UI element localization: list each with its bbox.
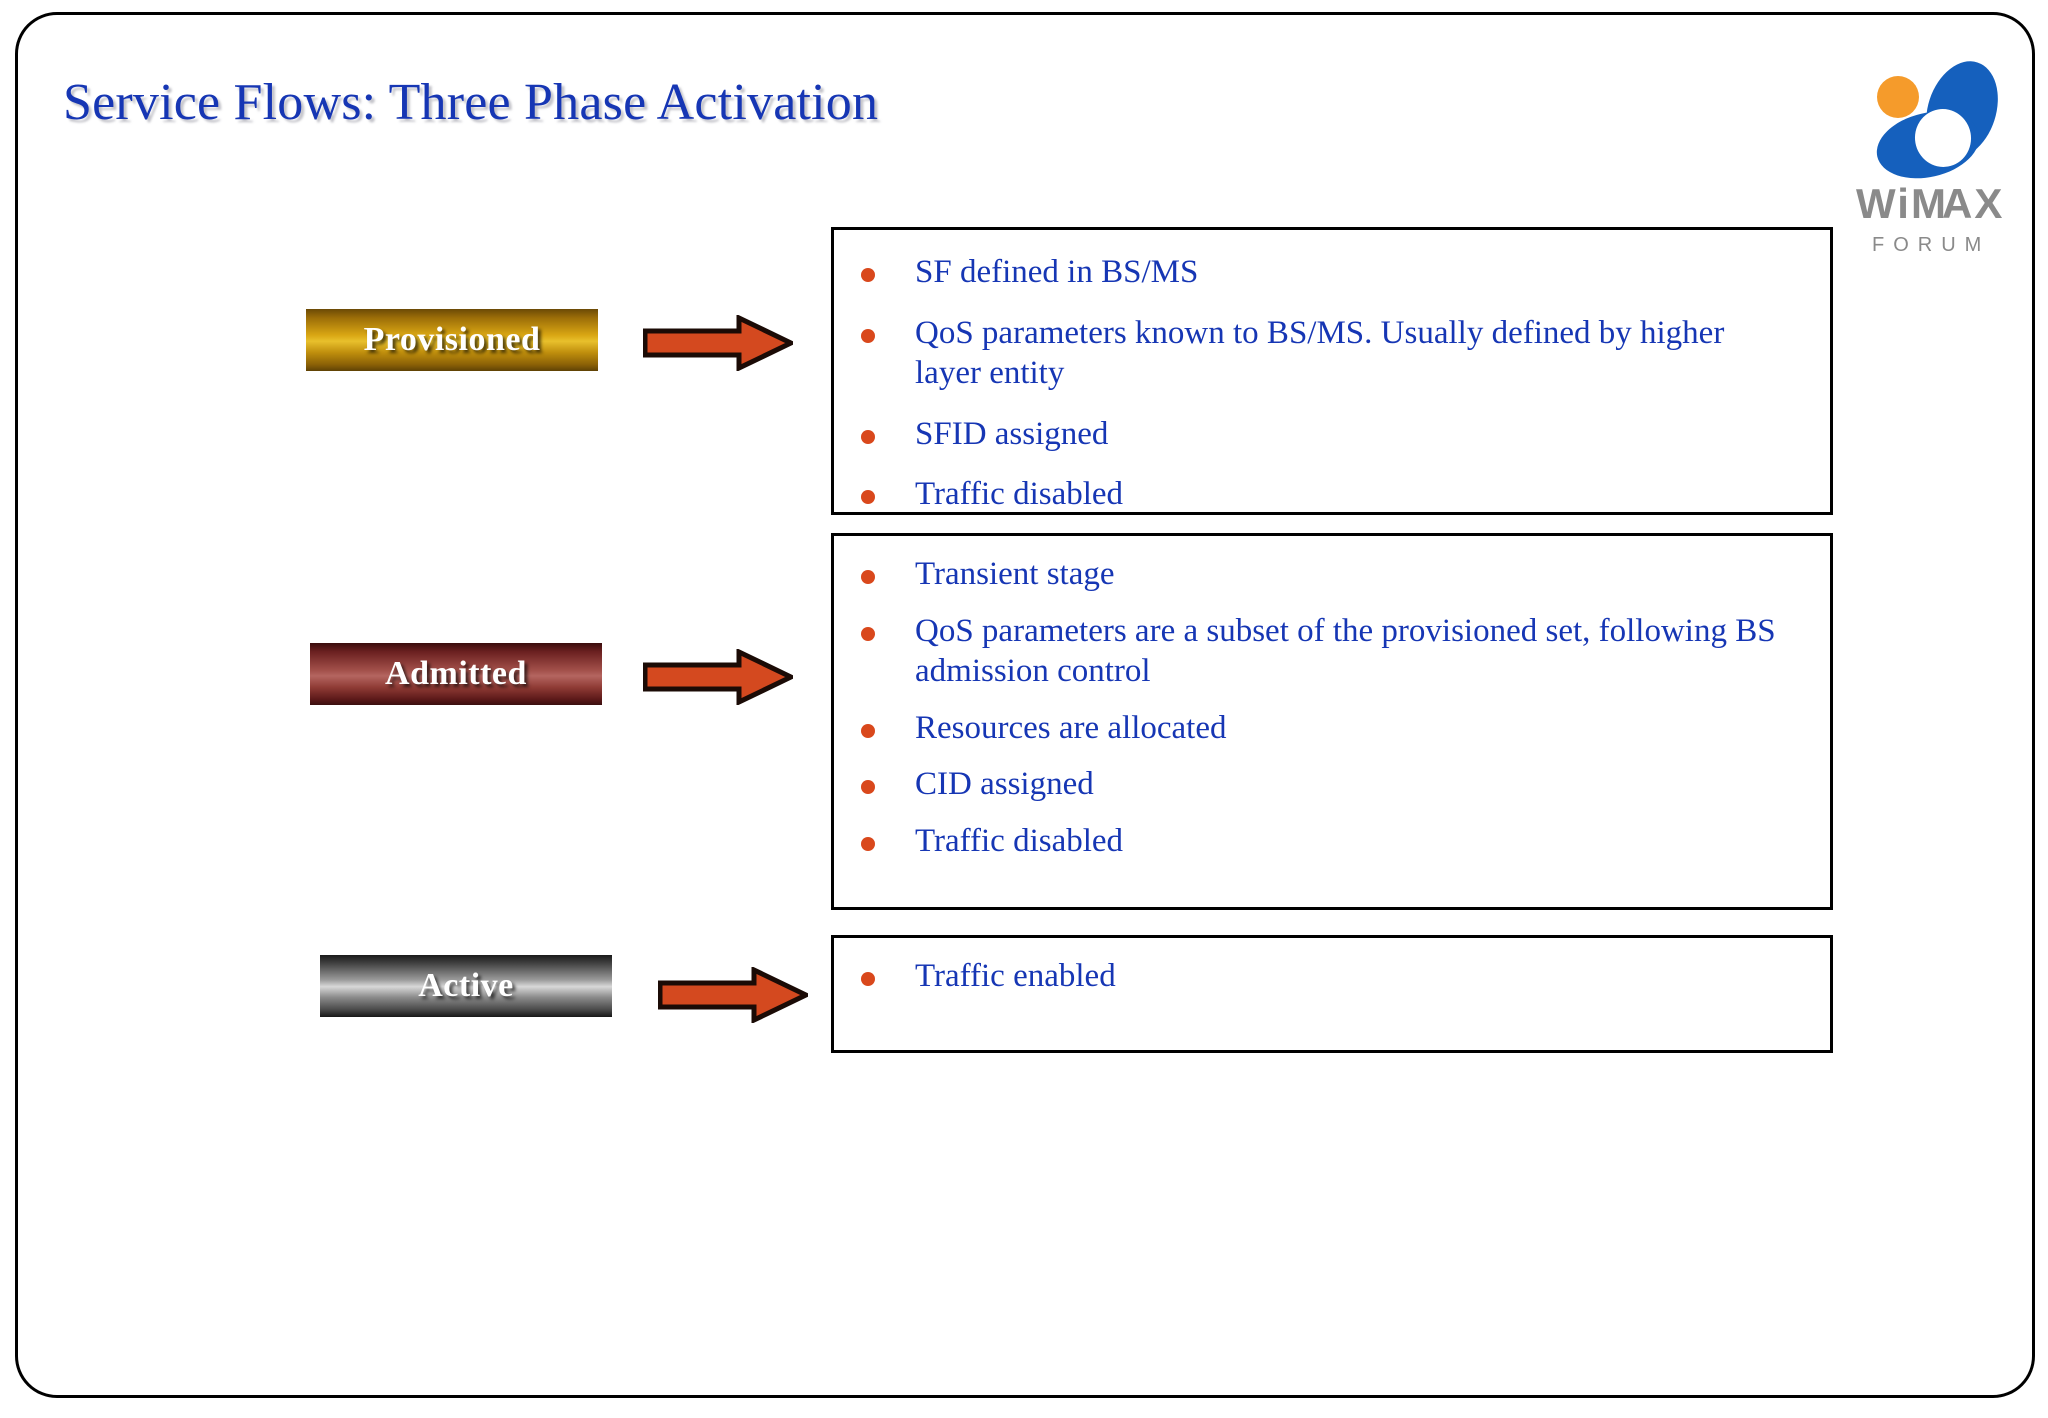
list-item: Traffic enabled — [834, 956, 1830, 997]
details-panel-active: Traffic enabled — [831, 935, 1833, 1053]
bullet-dot-icon — [861, 490, 875, 505]
logo-mark — [1876, 61, 1998, 179]
bullet-dot-icon — [861, 972, 875, 986]
phase-label-provisioned: Provisioned — [363, 321, 541, 358]
list-item: SF defined in BS/MS — [834, 252, 1830, 293]
bullet-dot-icon — [861, 723, 875, 738]
bullet-dot-icon — [861, 328, 875, 343]
list-item: CID assigned — [834, 764, 1830, 805]
bullet-text: CID assigned — [915, 766, 1094, 803]
svg-text:AX: AX — [1942, 180, 2004, 227]
bullet-dot-icon — [861, 780, 875, 795]
list-item: SFID assigned — [834, 414, 1830, 455]
wimax-forum-logo: WiM AX FORUM — [1850, 55, 2030, 270]
phase-label-admitted: Admitted — [385, 655, 527, 692]
svg-text:FORUM: FORUM — [1872, 234, 1990, 256]
details-panel-admitted: Transient stage QoS parameters are a sub… — [831, 533, 1833, 910]
phase-button-admitted[interactable]: Admitted — [310, 643, 602, 705]
list-item: QoS parameters known to BS/MS. Usually d… — [834, 313, 1830, 394]
bullet-dot-icon — [861, 626, 875, 641]
list-item: Resources are allocated — [834, 708, 1830, 749]
bullet-text: Traffic enabled — [915, 958, 1116, 994]
list-item: QoS parameters are a subset of the provi… — [834, 611, 1830, 692]
bullet-text: Resources are allocated — [915, 709, 1227, 746]
phase-label-active: Active — [418, 967, 514, 1004]
bullet-text: QoS parameters are a subset of the provi… — [915, 612, 1776, 690]
bullet-list-admitted: Transient stage QoS parameters are a sub… — [834, 536, 1830, 861]
details-panel-provisioned: SF defined in BS/MS QoS parameters known… — [831, 227, 1833, 515]
list-item: Traffic disabled — [834, 474, 1830, 515]
arrow-provisioned-to-details — [643, 315, 793, 371]
phase-button-provisioned[interactable]: Provisioned — [306, 309, 598, 371]
bullet-text: SFID assigned — [915, 415, 1109, 452]
phase-button-active[interactable]: Active — [320, 955, 612, 1017]
bullet-dot-icon — [861, 268, 875, 282]
bullet-text: SF defined in BS/MS — [915, 254, 1199, 290]
slide-frame: Service Flows: Three Phase Activation Wi… — [15, 12, 2035, 1398]
bullet-list-active: Traffic enabled — [834, 938, 1830, 997]
bullet-dot-icon — [861, 429, 875, 444]
arrow-active-to-details — [658, 967, 808, 1023]
logo-white-cutout-ellipse — [1914, 109, 1972, 167]
arrow-admitted-to-details — [643, 649, 793, 705]
page-title: Service Flows: Three Phase Activation — [63, 74, 879, 131]
bullet-text: Traffic disabled — [915, 822, 1124, 859]
list-item: Transient stage — [834, 554, 1830, 595]
list-item: Traffic disabled — [834, 821, 1830, 862]
svg-text:WiM: WiM — [1856, 180, 1948, 227]
logo-wordmark: WiM AX FORUM — [1856, 180, 2004, 256]
bullet-text: Transient stage — [915, 556, 1115, 592]
logo-orange-circle — [1877, 76, 1919, 118]
bullet-text: QoS parameters known to BS/MS. Usually d… — [915, 314, 1725, 392]
bullet-dot-icon — [861, 570, 875, 584]
bullet-text: Traffic disabled — [915, 476, 1124, 513]
bullet-list-provisioned: SF defined in BS/MS QoS parameters known… — [834, 230, 1830, 515]
bullet-dot-icon — [861, 836, 875, 851]
